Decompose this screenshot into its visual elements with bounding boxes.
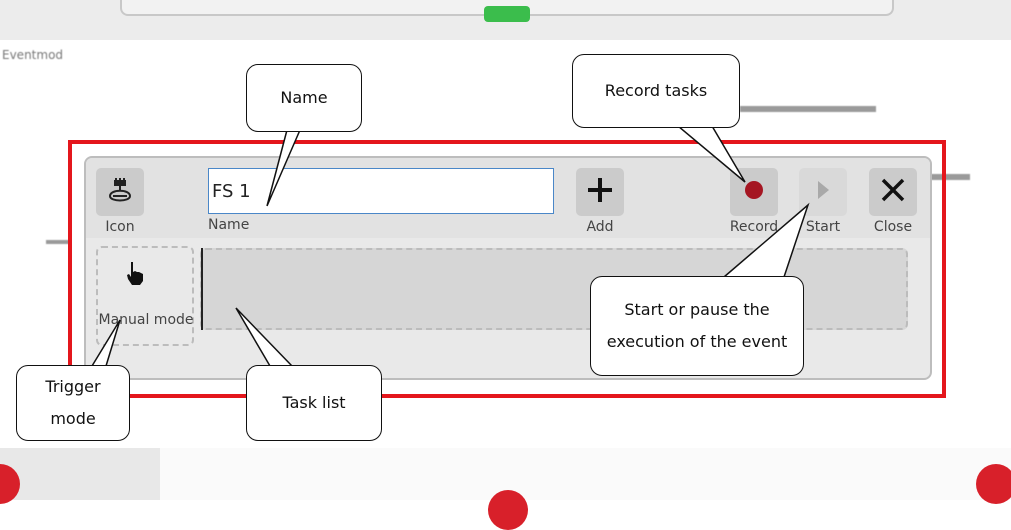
name-label: Name xyxy=(208,217,250,233)
event-name-input[interactable] xyxy=(208,168,554,214)
close-button[interactable] xyxy=(869,168,917,216)
icon-button[interactable] xyxy=(96,168,144,216)
trigger-mode-button[interactable]: Manual mode xyxy=(96,246,194,346)
icon-label: Icon xyxy=(105,219,135,235)
plus-icon xyxy=(586,176,614,208)
background-bottom-left xyxy=(0,448,160,500)
background-green-indicator xyxy=(484,6,530,22)
highlight-frame xyxy=(68,140,946,398)
record-button[interactable] xyxy=(730,168,778,216)
callout-record-tasks: Record tasks xyxy=(572,54,740,128)
add-button[interactable] xyxy=(576,168,624,216)
background-connector xyxy=(930,174,970,180)
hand-pointer-icon xyxy=(124,260,146,290)
callout-name: Name xyxy=(246,64,362,132)
callout-start-pause: Start or pause the execution of the even… xyxy=(590,276,804,376)
close-icon xyxy=(880,177,906,207)
record-icon xyxy=(743,179,765,205)
background-connector xyxy=(46,240,70,244)
event-icon xyxy=(105,175,135,209)
event-panel: Icon Name Add Record Start xyxy=(84,156,932,380)
play-icon xyxy=(813,178,833,206)
start-label: Start xyxy=(805,219,841,235)
background-red-node xyxy=(0,464,20,504)
trigger-mode-label: Manual mode xyxy=(98,312,194,328)
task-list-cursor xyxy=(201,248,203,330)
callout-task-list: Task list xyxy=(246,365,382,441)
callout-pointers xyxy=(91,125,810,367)
background-label: Eventmod xyxy=(2,48,64,62)
background-connector xyxy=(740,106,876,112)
close-label: Close xyxy=(873,219,913,235)
record-label: Record xyxy=(729,219,779,235)
callout-trigger-mode: Trigger mode xyxy=(16,365,130,441)
background-red-node xyxy=(976,464,1011,504)
add-label: Add xyxy=(586,219,614,235)
